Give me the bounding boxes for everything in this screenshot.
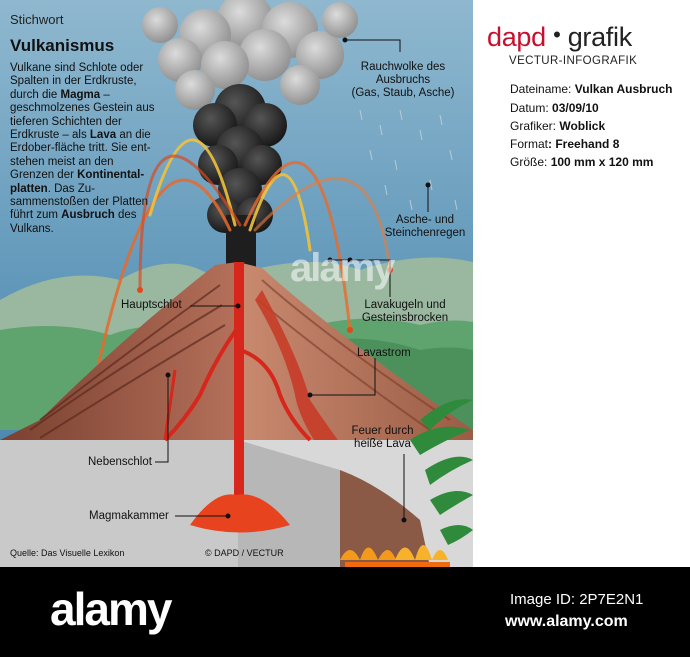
- meta-format: Format: Freehand 8: [510, 137, 620, 151]
- label-lavakugeln: Lavakugeln und Gesteinsbrocken: [361, 299, 449, 324]
- volcano-illustration: [0, 0, 473, 567]
- meta-size: Größe: 100 mm x 120 mm: [510, 155, 654, 169]
- intro-text-part: Magma: [60, 88, 101, 101]
- intro-text-part: Ausbruch: [61, 209, 115, 222]
- ash-rain: [359, 109, 458, 211]
- intro-kicker: Stichwort: [10, 12, 64, 27]
- source-credit: Quelle: Das Visuelle Lexikon: [10, 548, 125, 558]
- image-id: Image ID: 2P7E2N1: [510, 591, 644, 608]
- smoke-cloud: [142, 0, 358, 275]
- label-feuer: Feuer durch heiße Lava: [351, 425, 414, 450]
- alamy-logo: alamy: [50, 583, 172, 635]
- label-hauptschlot: Hauptschlot: [121, 299, 182, 311]
- meta-artist: Grafiker: Woblick: [510, 119, 606, 133]
- watermark: alamy: [290, 246, 395, 290]
- meta-filename: Dateiname: Vulkan Ausbruch: [510, 82, 673, 96]
- brand-logo: dapd • grafik: [487, 22, 632, 52]
- intro-text-part: Kontinental-platten: [10, 169, 145, 195]
- intro-title: Vulkanismus: [10, 36, 115, 55]
- main-vent: [163, 262, 312, 533]
- palm-leaves: [410, 399, 473, 545]
- meta-date: Datum: 03/09/10: [510, 101, 599, 115]
- lava-bomb-arcs: [93, 138, 392, 382]
- copyright: © DAPD / VECTUR: [205, 548, 284, 558]
- brand-subtitle: VECTUR-INFOGRAFIK: [509, 55, 638, 67]
- leader-lines: [155, 37, 431, 523]
- label-magmakammer: Magmakammer: [89, 510, 169, 522]
- footer-bar: [0, 567, 690, 657]
- intro-text: Vulkane sind Schlote oder Spalten in der…: [10, 62, 160, 236]
- intro-text-part: – geschmolzenes Gestein aus tieferen Sch…: [10, 88, 155, 142]
- intro-text-part: an die Erdober-fläche tritt. Sie ent-ste…: [10, 129, 151, 182]
- intro-text-part: des Vulkans.: [10, 209, 137, 235]
- intro-text-part: . Das Zu-sammenstoßen der Platten führt …: [10, 182, 149, 222]
- label-rauchwolke: Rauchwolke des Ausbruchs (Gas, Staub, As…: [351, 61, 455, 99]
- fire: [340, 545, 450, 567]
- intro-text-part: Vulkane sind Schlote oder Spalten in der…: [10, 62, 144, 101]
- label-asche: Asche- und Steinchenregen: [384, 214, 466, 239]
- site-link[interactable]: www.alamy.com: [505, 613, 628, 630]
- intro-text-part: Lava: [89, 129, 117, 142]
- label-nebenschlot: Nebenschlot: [88, 456, 152, 468]
- label-lavastrom: Lavastrom: [357, 347, 411, 359]
